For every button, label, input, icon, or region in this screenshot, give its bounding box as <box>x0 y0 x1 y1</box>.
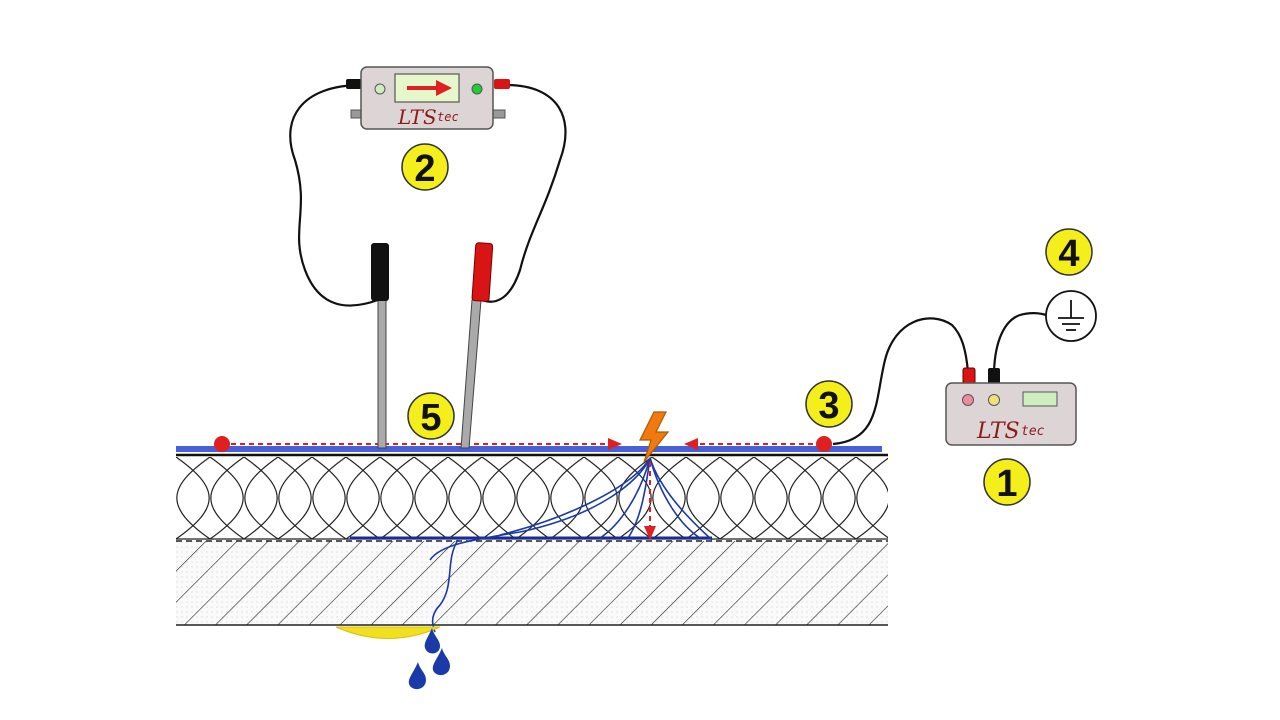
insulation-loop <box>821 457 857 539</box>
roof-membrane <box>176 446 882 452</box>
insulation-loop <box>855 457 888 539</box>
insulation-loop <box>447 457 483 539</box>
insulation-loop <box>176 457 177 539</box>
insulation-loop <box>481 457 517 539</box>
meter-logo: LTS <box>397 105 437 129</box>
insulation-loop <box>209 457 245 539</box>
insulation-loop <box>583 457 619 539</box>
insulation-loop <box>311 457 347 539</box>
callout-2: 2 <box>401 143 449 191</box>
callout-1-label: 1 <box>996 463 1017 505</box>
insulation-loop <box>515 457 551 539</box>
insulation-loop <box>719 457 755 539</box>
ground-symbol-icon <box>1045 290 1097 342</box>
unit-logo-sub: tec <box>1021 424 1045 439</box>
callout-5: 5 <box>407 392 455 440</box>
callout-5-label: 5 <box>420 397 441 439</box>
leak-detector-unit-icon: LTS tec <box>945 367 1077 446</box>
black-probe <box>371 243 389 449</box>
callout-3: 3 <box>805 380 853 428</box>
insulation-loop <box>685 457 721 539</box>
insulation-loop <box>345 457 381 539</box>
insulation-layer <box>176 457 924 539</box>
insulation-loop <box>549 457 585 539</box>
current-flow-arrows <box>222 438 822 540</box>
callout-4-label: 4 <box>1058 233 1079 275</box>
callout-1: 1 <box>983 458 1031 506</box>
insulation-loop <box>277 457 313 539</box>
probe-cables <box>289 83 567 307</box>
callout-2-label: 2 <box>414 148 435 190</box>
insulation-loop <box>753 457 789 539</box>
leak-stain <box>335 626 441 639</box>
lightning-icon <box>639 411 670 463</box>
roof-cross-section <box>176 446 924 626</box>
electrode-point-right <box>816 436 832 452</box>
insulation-loop <box>890 457 924 539</box>
unit-logo: LTS <box>976 419 1020 444</box>
callout-3-label: 3 <box>818 385 839 427</box>
unit-cables <box>832 312 1047 446</box>
insulation-loop <box>413 457 449 539</box>
insulation-loop <box>243 457 279 539</box>
insulation-loop <box>651 457 687 539</box>
meter-logo-sub: tec <box>437 110 459 124</box>
water-drop-icon <box>408 628 450 690</box>
moisture-path <box>429 457 713 633</box>
insulation-loop <box>617 457 653 539</box>
electrode-point-left <box>214 436 230 452</box>
insulation-loop <box>176 457 211 539</box>
red-probe <box>460 242 494 449</box>
callout-4: 4 <box>1045 228 1093 276</box>
insulation-loop <box>787 457 823 539</box>
insulation-loop <box>379 457 415 539</box>
direction-meter-icon: LTS tec <box>346 66 510 130</box>
